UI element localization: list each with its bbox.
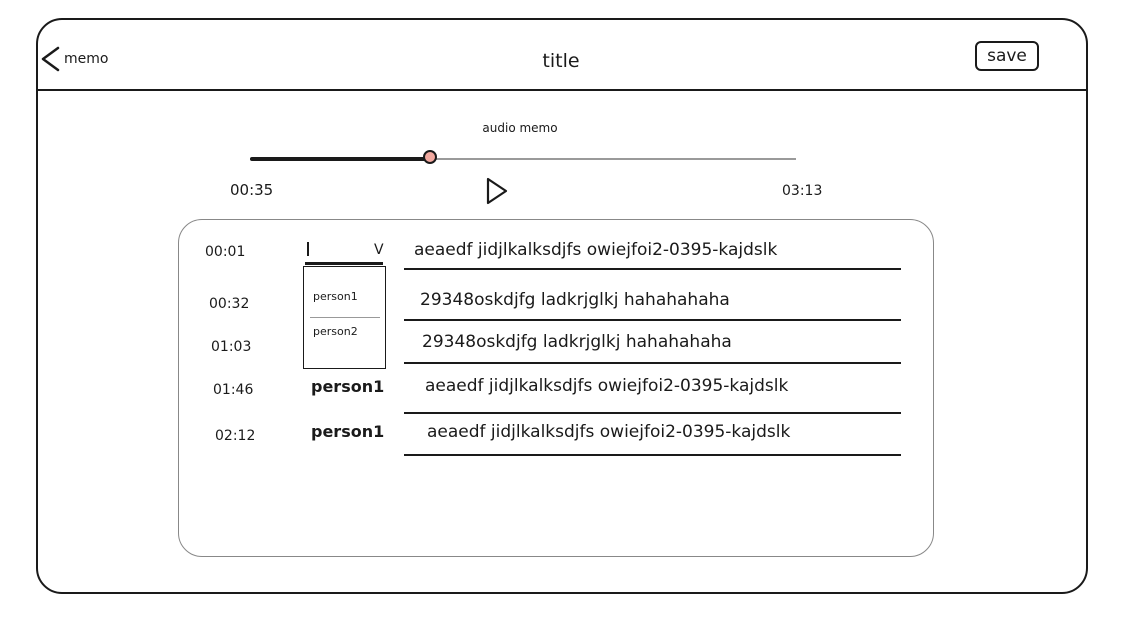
total-time: 03:13 (782, 183, 823, 199)
page-title: title (542, 50, 580, 72)
row-timestamp: 01:03 (211, 339, 252, 355)
progress-fill (250, 157, 431, 161)
save-button[interactable]: save (975, 41, 1039, 71)
row-text: 29348oskdjfg ladkrjglkj hahahahaha (422, 332, 732, 352)
audio-memo-label: audio memo (482, 121, 558, 135)
dropdown-divider (310, 317, 380, 318)
row-timestamp: 00:01 (205, 244, 246, 260)
transcript-row: 00:01 aeaedf jidjlkalksdjfs owiejfoi2-03… (0, 0, 1122, 270)
speaker-dropdown: person1 person2 (303, 266, 386, 369)
transcript-row: 02:12 person1 aeaedf jidjlkalksdjfs owie… (0, 0, 1122, 456)
row-timestamp: 02:12 (215, 428, 256, 444)
text-cursor (307, 242, 309, 256)
back-label: memo (64, 51, 109, 67)
chevron-left-icon (40, 46, 60, 72)
row-underline (404, 268, 901, 270)
speaker-select-underline (305, 262, 383, 265)
transcript-panel (178, 219, 934, 557)
window-frame (36, 18, 1088, 594)
back-button[interactable]: memo (40, 46, 108, 72)
audio-progress-slider[interactable] (250, 150, 796, 164)
progress-track (250, 158, 796, 160)
row-underline (404, 454, 901, 456)
current-time: 00:35 (230, 181, 274, 199)
row-underline (404, 412, 901, 414)
row-underline (404, 362, 901, 364)
row-text: aeaedf jidjlkalksdjfs owiejfoi2-0395-kaj… (414, 240, 778, 260)
row-timestamp: 00:32 (209, 296, 250, 312)
dropdown-option-person2[interactable]: person2 (313, 325, 358, 338)
play-icon (484, 177, 510, 210)
progress-thumb[interactable] (423, 150, 438, 164)
row-speaker[interactable]: person1 (311, 377, 385, 396)
row-underline (404, 319, 901, 321)
header-divider (38, 89, 1086, 91)
row-text: 29348oskdjfg ladkrjglkj hahahahaha (420, 290, 730, 310)
row-timestamp: 01:46 (213, 382, 254, 398)
speaker-select[interactable]: V (305, 238, 391, 265)
row-speaker[interactable]: person1 (311, 422, 385, 441)
row-text: aeaedf jidjlkalksdjfs owiejfoi2-0395-kaj… (427, 422, 791, 442)
row-text: aeaedf jidjlkalksdjfs owiejfoi2-0395-kaj… (425, 376, 789, 396)
chevron-down-icon[interactable]: V (374, 242, 384, 258)
transcript-row: 01:46 person1 aeaedf jidjlkalksdjfs owie… (0, 0, 1122, 414)
play-button[interactable] (484, 176, 510, 210)
dropdown-option-person1[interactable]: person1 (313, 290, 358, 303)
